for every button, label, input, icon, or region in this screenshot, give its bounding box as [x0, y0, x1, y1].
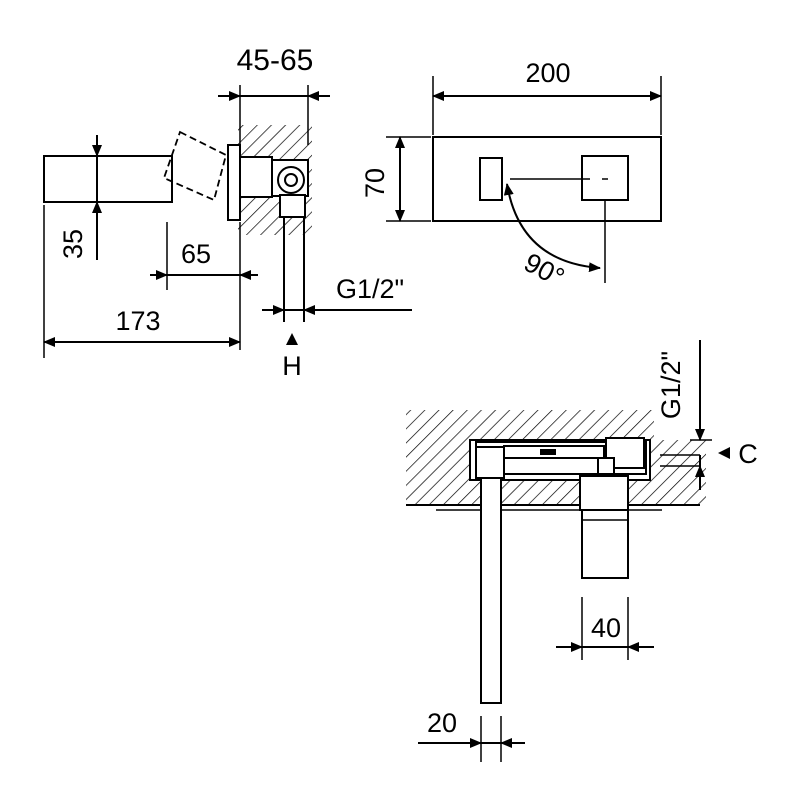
valve-inner	[284, 173, 298, 187]
side-view	[43, 125, 312, 322]
wall-thickness-label: 45-65	[237, 44, 314, 77]
spout-diameter-label: 20	[427, 708, 457, 738]
valve-neck	[279, 194, 306, 218]
spout-coupling	[475, 446, 505, 479]
cold-marker: C	[738, 439, 758, 469]
flow-slot	[540, 449, 556, 455]
handle-base	[579, 475, 629, 511]
rotation-outline	[162, 130, 228, 202]
spout-body	[43, 155, 173, 203]
hot-arrow-icon	[286, 333, 298, 345]
dim-wall-thickness: 45-65	[218, 44, 330, 145]
wall-section-right	[654, 440, 706, 505]
dim-connection-side: G1/2" H	[262, 274, 412, 381]
dim-connection-top: G1/2" C	[656, 340, 758, 490]
valve-stem	[597, 457, 615, 475]
spout-height-label: 35	[58, 229, 88, 259]
wall-flange	[227, 144, 241, 221]
plate-height-label: 70	[360, 168, 390, 198]
plate-width-label: 200	[525, 58, 570, 88]
mixer-body	[239, 156, 273, 198]
connection-thread-top-label: G1/2"	[656, 351, 686, 419]
dim-spout-height: 35	[58, 135, 102, 260]
top-view	[406, 410, 706, 704]
dim-projection-total: 173	[43, 205, 241, 358]
spout-tube	[480, 477, 502, 704]
projection-short-label: 65	[181, 239, 211, 269]
handle-square	[581, 155, 629, 201]
handle-diameter-label: 40	[591, 613, 621, 643]
cold-arrow-icon	[718, 447, 730, 459]
dim-plate-height: 70	[360, 136, 431, 222]
rotation-arc	[503, 183, 601, 273]
dim-handle-diameter: 40	[556, 597, 654, 660]
rotation-angle-label: 90°	[519, 247, 569, 293]
connection-thread-side-label: G1/2"	[336, 274, 404, 304]
dim-plate-width: 200	[432, 58, 662, 135]
hot-marker: H	[282, 351, 302, 381]
front-view: 90°	[432, 136, 662, 293]
handle-body	[581, 509, 629, 579]
projection-total-label: 173	[115, 306, 160, 336]
spout-outlet	[479, 157, 503, 201]
dim-spout-diameter: 20	[418, 708, 525, 762]
dim-projection-short: 65	[150, 222, 258, 350]
